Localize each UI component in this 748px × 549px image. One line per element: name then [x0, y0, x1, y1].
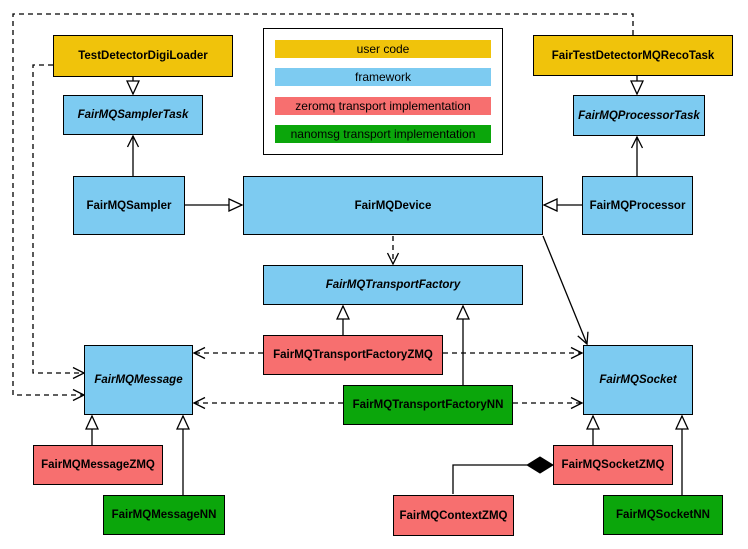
- node-fairmqprocessor: FairMQProcessor: [582, 176, 693, 235]
- node-fairmqtransportfactoryzmq: FairMQTransportFactoryZMQ: [263, 335, 443, 375]
- node-fairmqsampler: FairMQSampler: [73, 176, 185, 235]
- legend-item-framework: framework: [275, 68, 491, 87]
- node-fairmqdevice: FairMQDevice: [243, 176, 543, 235]
- node-fairmqprocessortask: FairMQProcessorTask: [573, 95, 705, 136]
- node-fairmqcontextzmq: FairMQContextZMQ: [393, 495, 514, 536]
- node-fairtestdetectormqrecotask: FairTestDetectorMQRecoTask: [533, 35, 733, 76]
- legend-item-user-code: user code: [275, 39, 491, 58]
- composition-diamond: [526, 456, 554, 474]
- node-fairmqtransportfactorynn: FairMQTransportFactoryNN: [343, 385, 513, 425]
- node-fairmqsocketnn: FairMQSocketNN: [603, 495, 723, 535]
- node-fairmqsocketzmq: FairMQSocketZMQ: [553, 445, 673, 485]
- node-fairmqmessagezmq: FairMQMessageZMQ: [33, 445, 163, 485]
- node-fairmqmessagenn: FairMQMessageNN: [103, 495, 225, 535]
- edge-contextzmq-to-socketzmq: [452, 464, 527, 494]
- node-testdetectordigiloader: TestDetectorDigiLoader: [53, 35, 233, 77]
- node-fairmqtransportfactory: FairMQTransportFactory: [263, 265, 523, 305]
- node-fairmqsocket: FairMQSocket: [583, 345, 693, 415]
- node-fairmqmessage: FairMQMessage: [84, 345, 193, 415]
- legend-item-nanomsg: nanomsg transport implementation: [275, 125, 491, 144]
- legend-item-zeromq: zeromq transport implementation: [275, 96, 491, 115]
- node-fairmqsamplertask: FairMQSamplerTask: [63, 95, 203, 135]
- legend: user code framework zeromq transport imp…: [263, 28, 503, 155]
- edge-device-to-socket: [542, 235, 587, 344]
